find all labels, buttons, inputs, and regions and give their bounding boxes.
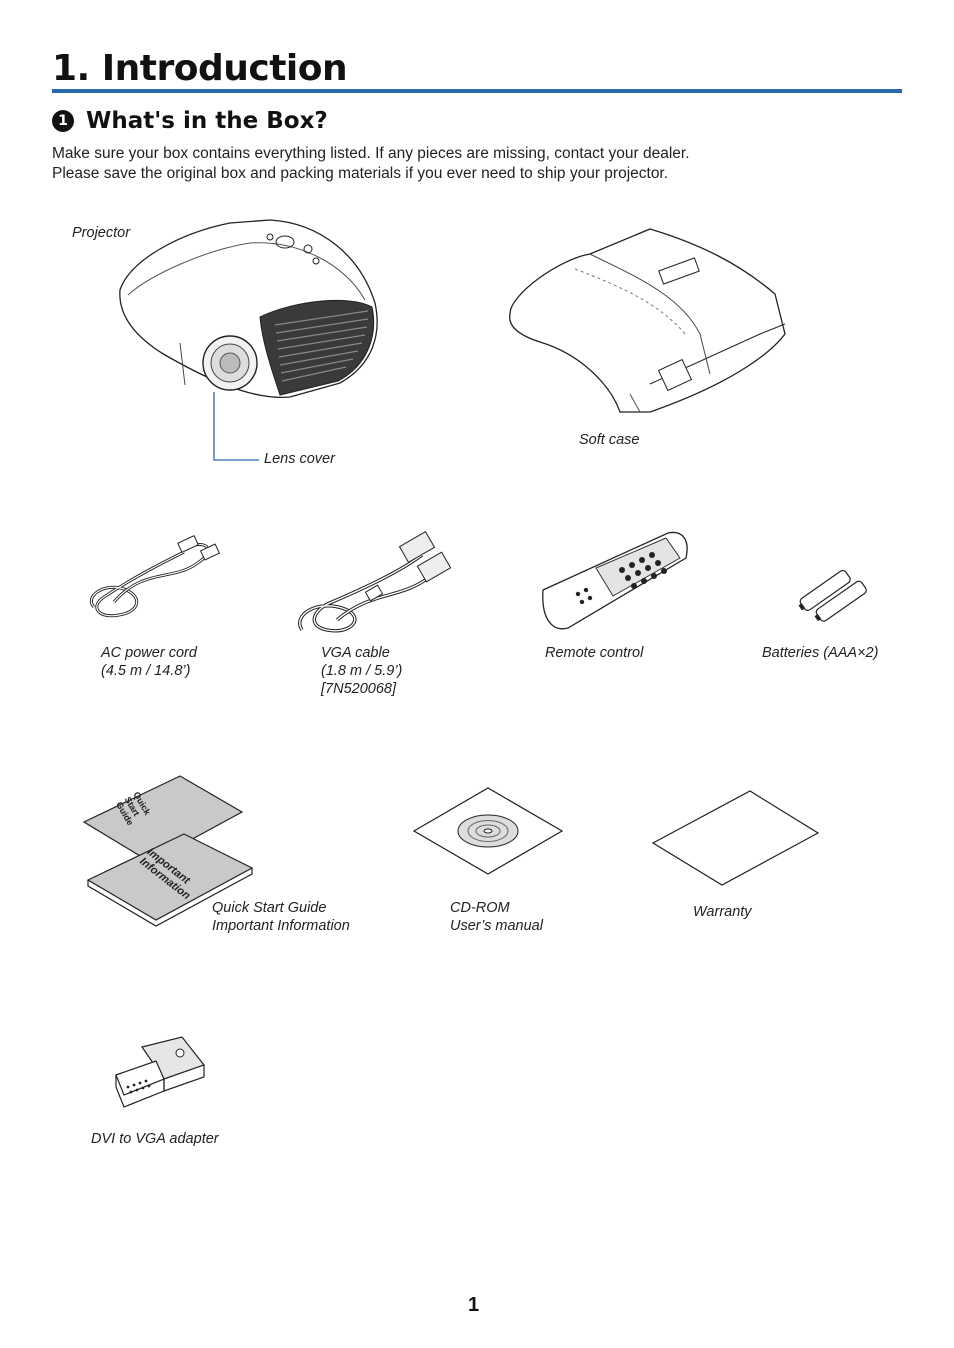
title-rule bbox=[52, 89, 902, 93]
label-important-information: Important Information bbox=[212, 918, 350, 934]
section-number-badge: 1 bbox=[52, 110, 74, 132]
label-vga-cable-part-number: [7N520068] bbox=[321, 681, 396, 697]
section-title: What's in the Box? bbox=[86, 108, 328, 134]
warranty-illustration bbox=[651, 790, 820, 886]
chapter-title: 1. Introduction bbox=[52, 48, 348, 89]
label-projector: Projector bbox=[72, 225, 131, 241]
label-users-manual: User’s manual bbox=[450, 918, 543, 934]
booklets-illustration bbox=[82, 775, 254, 927]
label-lens-cover: Lens cover bbox=[264, 451, 335, 467]
label-cd-rom: CD-ROM bbox=[450, 900, 510, 916]
label-ac-power-cord-length: (4.5 m / 14.8’) bbox=[101, 663, 191, 679]
cd-rom-illustration bbox=[412, 787, 564, 875]
dvi-vga-adapter-illustration bbox=[115, 1036, 205, 1108]
label-remote-control: Remote control bbox=[545, 645, 644, 661]
batteries-illustration bbox=[798, 569, 867, 622]
remote-control-illustration bbox=[542, 531, 688, 630]
label-ac-power-cord-name: AC power cord bbox=[101, 645, 197, 661]
vga-cable-illustration bbox=[298, 531, 452, 633]
intro-line-2: Please save the original box and packing… bbox=[52, 165, 669, 182]
section-heading: 1 What's in the Box? bbox=[52, 108, 328, 134]
label-quick-start-guide: Quick Start Guide bbox=[212, 900, 327, 916]
lens-cover-callout-line bbox=[213, 392, 259, 461]
label-warranty: Warranty bbox=[693, 904, 752, 920]
label-dvi-to-vga-adapter: DVI to VGA adapter bbox=[91, 1131, 219, 1147]
label-soft-case: Soft case bbox=[579, 432, 640, 448]
page-number: 1 bbox=[468, 1294, 480, 1316]
label-vga-cable-length: (1.8 m / 5.9’) bbox=[321, 663, 403, 679]
label-batteries: Batteries (AAA×2) bbox=[762, 645, 879, 661]
soft-case-illustration bbox=[509, 228, 786, 413]
ac-power-cord-illustration bbox=[90, 535, 221, 618]
label-vga-cable-name: VGA cable bbox=[321, 645, 390, 661]
intro-line-1: Make sure your box contains everything l… bbox=[52, 145, 690, 162]
projector-illustration bbox=[119, 219, 378, 399]
